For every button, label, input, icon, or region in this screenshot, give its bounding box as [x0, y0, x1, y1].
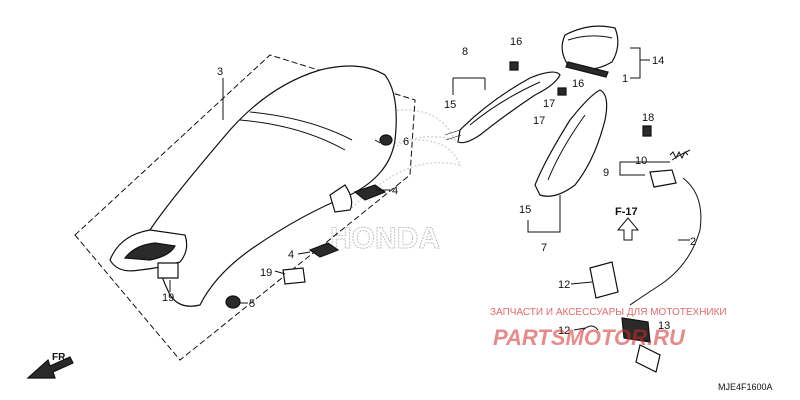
diagram-code: MJE4F1600A: [718, 382, 773, 392]
key-cylinder-13: [621, 317, 661, 373]
callout-17-lower: 17: [533, 115, 545, 127]
callout-16-upper: 16: [510, 36, 522, 48]
callout-19-right: 19: [260, 267, 272, 279]
watermark-tagline: ЗАПЧАСТИ И АКСЕССУАРЫ ДЛЯ МОТОТЕХНИКИ: [490, 307, 727, 318]
seat-group-box: [74, 54, 416, 361]
bumper-4-lower: [308, 242, 340, 258]
callout-10: 10: [635, 155, 647, 167]
grab-rail-6: [444, 71, 561, 144]
callout-4-upper: 4: [392, 185, 398, 197]
pad-19-left: [157, 262, 179, 279]
clip-11: [582, 325, 599, 331]
callout-7: 6: [403, 136, 409, 148]
bolt-7: [379, 134, 393, 146]
callout-18: 18: [642, 112, 654, 124]
callout-19-left: 19: [162, 292, 174, 304]
pad-19-right: [282, 267, 306, 285]
callout-8: 9: [603, 167, 609, 179]
callout-17-upper: 17: [543, 98, 555, 110]
callout-15-lower: 15: [519, 204, 531, 216]
callout-14: 14: [652, 55, 664, 67]
rear-cowl-9: [534, 89, 608, 197]
callout-4-lower: 4: [288, 249, 294, 261]
strip-1: [565, 61, 609, 78]
callout-1: 1: [622, 73, 628, 85]
callout-15-upper: 15: [444, 99, 456, 111]
callout-16-lower: 16: [572, 78, 584, 90]
callout-6: 8: [462, 46, 468, 58]
tail-cover-14: [561, 25, 619, 70]
bolt-16-lower: [557, 87, 567, 96]
lock-holder-12: [589, 261, 619, 299]
front-direction-arrow: FR.: [26, 352, 74, 379]
callout-11: 12: [558, 325, 570, 337]
reference-label: F-17: [615, 206, 638, 218]
grommet-5: [225, 295, 241, 309]
callout-3: 3: [217, 66, 223, 78]
seat: [109, 65, 397, 307]
bolt-16-upper: [509, 61, 519, 71]
seat-cable-2: [629, 177, 702, 306]
callout-13: 13: [658, 320, 670, 332]
watermark-site: PARTSMOTOR.RU: [493, 325, 686, 350]
bumper-4-upper: [353, 184, 387, 201]
reference-arrow: F-17: [615, 206, 640, 241]
callout-9: 7: [541, 242, 547, 254]
honda-logo-text: HONDA: [330, 222, 440, 255]
callout-2: 2: [690, 236, 696, 248]
latch-8: [649, 169, 677, 188]
front-direction-label: FR.: [52, 352, 68, 363]
bolt-18: [642, 125, 652, 137]
callout-12: 12: [558, 279, 570, 291]
callout-5: 5: [249, 298, 255, 310]
